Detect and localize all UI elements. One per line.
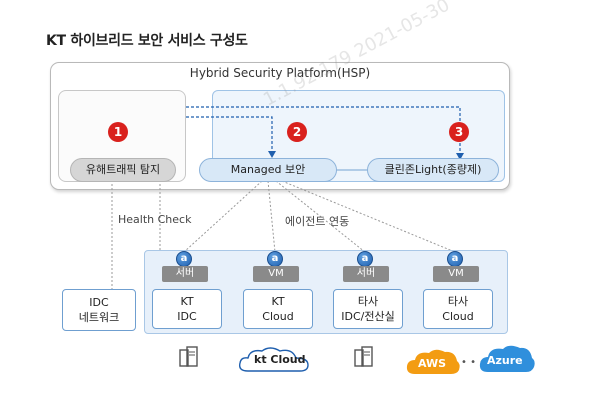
infra-node-line2: Cloud [262, 310, 294, 323]
azure-cloud-icon [479, 345, 535, 372]
agent-icon: a [447, 251, 463, 267]
agent-line-2 [267, 180, 276, 253]
agent-line-3 [275, 180, 366, 253]
aws-text: AWS [418, 357, 447, 370]
kt-cloud-logo [238, 347, 309, 372]
arrow-head-cleanzone [456, 153, 464, 160]
infra-tag-1: 서버 [162, 266, 208, 282]
infra-node-line1: 타사 [447, 295, 469, 308]
agent-icon: a [267, 251, 283, 267]
agent-line-1 [183, 180, 263, 253]
cleanzone-light-pill: 클린존Light(종량제) [367, 158, 499, 182]
managed-security-pill: Managed 보안 [199, 158, 337, 182]
idc-network-line1: IDC [89, 296, 109, 309]
infra-node-other-idc: 타사 IDC/전산실 [333, 289, 403, 329]
infra-node-other-cloud: 타사 Cloud [423, 289, 493, 329]
infra-node-line2: IDC [177, 310, 197, 323]
idc-network-box: IDC 네트워크 [62, 289, 136, 331]
infra-tag-4: VM [433, 266, 479, 282]
agent-link-label: 에이전트 연동 [285, 215, 350, 228]
infra-tag-3: 서버 [343, 266, 389, 282]
infra-node-line2: Cloud [442, 310, 474, 323]
logo-separator: • • • [461, 357, 486, 368]
infra-node-kt-cloud: KT Cloud [243, 289, 313, 329]
diagram-title: KT 하이브리드 보안 서비스 구성도 [46, 33, 248, 49]
hsp-platform-title: Hybrid Security Platform(HSP) [189, 66, 371, 80]
server-icon [354, 346, 373, 367]
traffic-detection-pill: 유해트래픽 탐지 [70, 158, 176, 182]
infra-tag-2: VM [253, 266, 299, 282]
badge-1: 1 [108, 122, 128, 142]
health-check-label: Health Check [118, 213, 192, 226]
kt-cloud-text: kt Cloud [254, 353, 306, 366]
infra-node-line2: IDC/전산실 [341, 310, 395, 323]
agent-icon: a [357, 251, 373, 267]
idc-network-line2: 네트워크 [78, 311, 120, 324]
arrow-to-managed [186, 116, 273, 152]
infra-node-line1: 타사 [357, 295, 379, 308]
badge-2: 2 [287, 122, 307, 142]
server-icon [179, 346, 198, 367]
infra-node-kt-idc: KT IDC [152, 289, 222, 329]
agent-icon: a [176, 251, 192, 267]
arrow-to-cleanzone [186, 106, 461, 155]
infra-node-line1: KT [180, 295, 194, 308]
azure-text: Azure [487, 354, 523, 367]
arrow-head-managed [268, 151, 276, 158]
badge-3: 3 [449, 122, 469, 142]
infra-node-line1: KT [271, 295, 285, 308]
aws-cloud-icon [406, 349, 460, 374]
agent-line-4 [281, 180, 456, 253]
